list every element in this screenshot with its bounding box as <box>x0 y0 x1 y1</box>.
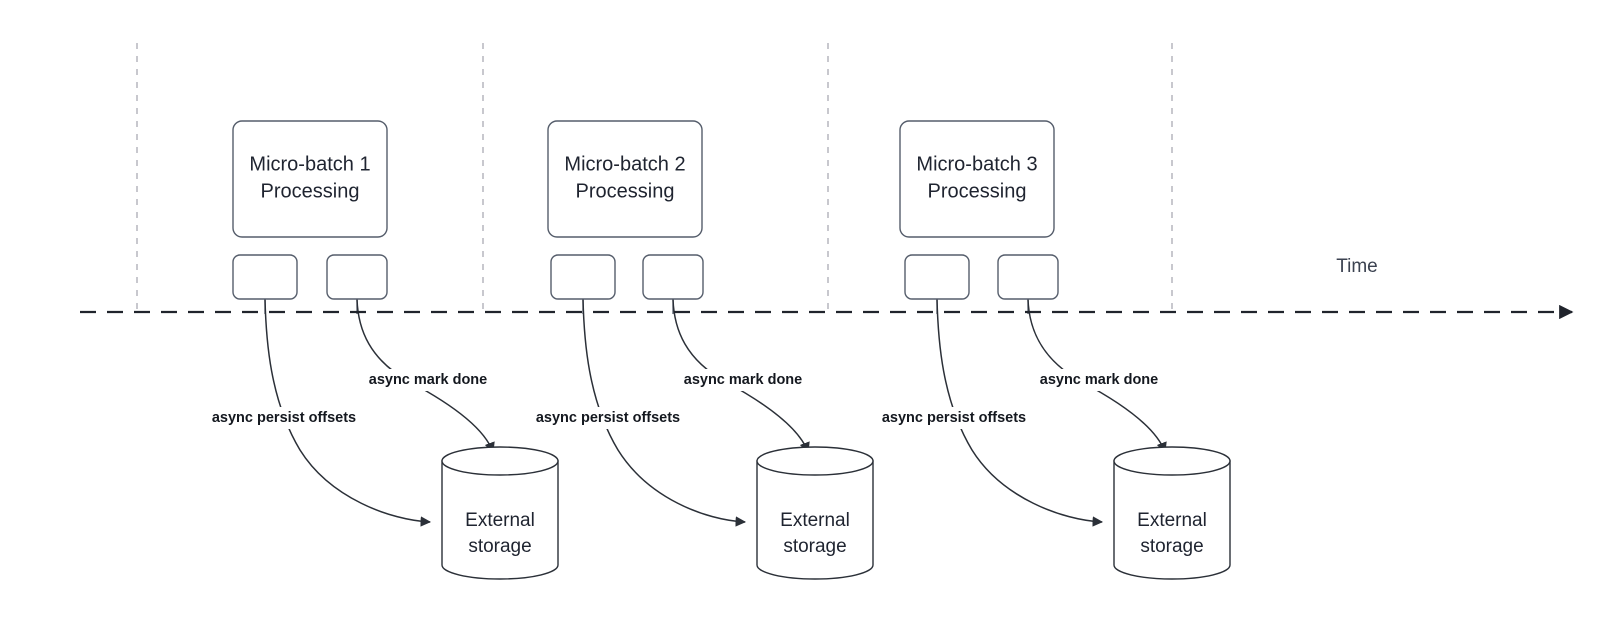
mark-done-task-box-2[interactable] <box>642 254 704 300</box>
async-persist-offsets-edge <box>264 298 432 527</box>
async-mark-done-edge-label-2: async mark done <box>684 372 802 388</box>
persist-offsets-task-box-2[interactable] <box>550 254 616 300</box>
external-storage-cylinder-body-2 <box>756 460 874 580</box>
external-storage-cylinder-top-2 <box>756 446 874 476</box>
external-storage-label-line2-3: storage <box>1140 536 1203 557</box>
async-persist-offsets-edge-label-3: async persist offsets <box>882 410 1026 426</box>
external-storage-label-line1-1: External <box>465 510 535 531</box>
async-mark-done-edge-label-3: async mark done <box>1040 372 1158 388</box>
async-persist-offsets-edge-label-backdrop-3 <box>866 407 1042 429</box>
micro-batch-label-line1-1: Micro-batch 1 <box>249 153 370 175</box>
external-storage-cylinder-body-3 <box>1113 460 1231 580</box>
external-storage-label-line2-1: storage <box>468 536 531 557</box>
async-mark-done-edge-label-backdrop-2 <box>678 369 808 391</box>
external-storage-cylinder-body-1 <box>441 460 559 580</box>
external-storage-cylinder-top-3 <box>1113 446 1231 476</box>
micro-batch-processing-box-3[interactable] <box>899 120 1055 238</box>
external-storage-label-line1-2: External <box>780 510 850 531</box>
external-storage-label-line2-2: storage <box>783 536 846 557</box>
flow-arrows-layer <box>264 298 1167 527</box>
micro-batch-label-line2-3: Processing <box>928 180 1027 202</box>
micro-batch-label-line1-3: Micro-batch 3 <box>916 153 1037 175</box>
persist-offsets-task-box-1[interactable] <box>232 254 298 300</box>
async-persist-offsets-edge-label-2: async persist offsets <box>536 410 680 426</box>
async-persist-offsets-edge <box>936 298 1104 527</box>
mark-done-task-box-1[interactable] <box>326 254 388 300</box>
micro-batch-processing-box-1[interactable] <box>232 120 388 238</box>
micro-batch-processing-box-2[interactable] <box>547 120 703 238</box>
async-persist-offsets-edge <box>582 298 747 527</box>
mark-done-task-box-3[interactable] <box>997 254 1059 300</box>
micro-batch-label-line1-2: Micro-batch 2 <box>564 153 685 175</box>
async-persist-offsets-edge-label-backdrop-1 <box>196 407 372 429</box>
async-mark-done-edge-label-backdrop-3 <box>1034 369 1164 391</box>
async-mark-done-edge-label-1: async mark done <box>369 372 487 388</box>
persist-offsets-task-box-3[interactable] <box>904 254 970 300</box>
external-storage-label-line1-3: External <box>1137 510 1207 531</box>
async-mark-done-edge-label-backdrop-1 <box>363 369 493 391</box>
timeline-layer: Time <box>80 256 1574 320</box>
micro-batch-label-line2-1: Processing <box>261 180 360 202</box>
edge-labels-layer: async persist offsets async mark done asyn… <box>196 369 1164 429</box>
micro-batch-label-line2-2: Processing <box>576 180 675 202</box>
timeline-axis-label: Time <box>1336 256 1378 277</box>
async-persist-offsets-edge-label-1: async persist offsets <box>212 410 356 426</box>
external-storage-cylinder-top-1 <box>441 446 559 476</box>
async-persist-offsets-edge-label-backdrop-2 <box>520 407 696 429</box>
